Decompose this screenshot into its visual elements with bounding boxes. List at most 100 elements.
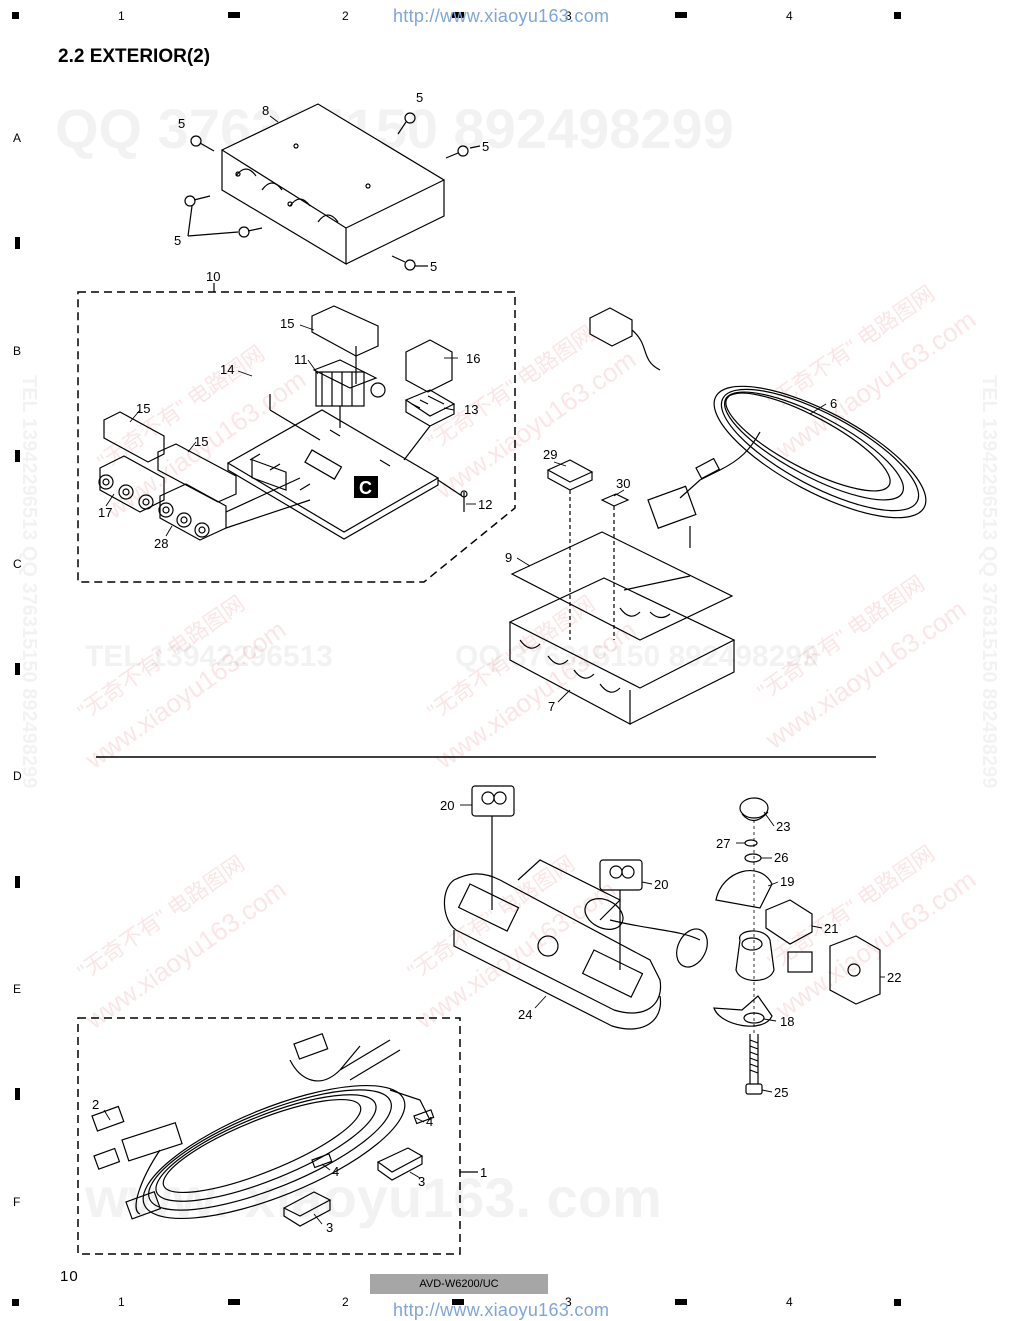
part-1-wire-harness <box>91 1032 435 1220</box>
part-1-harness-outline <box>77 1017 461 1255</box>
callout-18: 18 <box>780 1014 794 1029</box>
part-20-pad-2 <box>599 859 643 970</box>
callout-25: 25 <box>774 1085 788 1100</box>
callout-11: 11 <box>294 352 308 367</box>
callout-7: 7 <box>548 699 555 714</box>
part-6-cable <box>589 307 927 548</box>
callout-28: 28 <box>154 536 168 551</box>
header-url[interactable]: http://www.xiaoyu163.com <box>393 6 610 26</box>
part-21-clamp <box>735 899 813 982</box>
callout-15: 15 <box>136 401 150 416</box>
part-22-plate <box>787 935 881 1005</box>
part-8-top-cover <box>220 103 446 266</box>
callout-21: 21 <box>824 921 838 936</box>
page-number: 10 <box>60 1268 79 1285</box>
callout-10: 10 <box>206 269 220 284</box>
callout-9: 9 <box>505 550 512 565</box>
callout-5: 5 <box>178 116 185 131</box>
corner-marker <box>894 12 901 19</box>
callout-5: 5 <box>416 90 423 105</box>
footer-url[interactable]: http://www.xiaoyu163.com <box>393 1300 610 1320</box>
part-10-assembly-outline <box>77 291 516 583</box>
callout-12: 12 <box>478 497 492 512</box>
part-27-washer <box>744 839 758 847</box>
callout-16: 16 <box>466 351 480 366</box>
part-20-pad-1 <box>471 785 515 910</box>
row-label: C <box>13 557 22 571</box>
column-number: 4 <box>786 1295 793 1309</box>
part-23-knob <box>739 797 769 822</box>
board-c <box>226 409 440 540</box>
ruler-marker <box>228 12 240 18</box>
callout-23: 23 <box>776 819 790 834</box>
column-number: 2 <box>342 1295 349 1309</box>
callout-20: 20 <box>654 877 668 892</box>
callout-3: 3 <box>418 1174 425 1189</box>
column-number: 4 <box>786 9 793 23</box>
ruler-marker <box>675 1299 687 1305</box>
row-label: F <box>13 1195 21 1209</box>
board-c-badge-label: C <box>359 478 372 498</box>
model-label: AVD-W6200/UC <box>370 1274 548 1294</box>
part-25-bolt <box>745 1034 763 1095</box>
callout-3: 3 <box>326 1220 333 1235</box>
row-label: E <box>13 982 22 996</box>
column-number: 1 <box>118 1295 125 1309</box>
page-title: 2.2 EXTERIOR(2) <box>58 46 211 67</box>
callout-13: 13 <box>464 402 478 417</box>
part-15-bracket-left <box>103 411 165 463</box>
corner-marker <box>12 12 19 19</box>
part-3-clip-1 <box>376 1147 424 1181</box>
callout-26: 26 <box>774 850 788 865</box>
row-marker <box>15 1088 20 1100</box>
column-number: 3 <box>565 9 572 23</box>
row-marker <box>15 450 20 462</box>
corner-marker <box>894 1299 901 1306</box>
row-marker <box>15 663 20 675</box>
part-24-mount-bracket <box>443 859 708 1030</box>
column-number: 3 <box>565 1295 572 1309</box>
part-29-pad <box>546 459 594 483</box>
callout-15: 15 <box>280 316 294 331</box>
part-15-bracket <box>311 305 379 357</box>
callout-29: 29 <box>543 447 557 462</box>
part-5-screws <box>184 112 481 271</box>
callout-1: 1 <box>480 1165 487 1180</box>
part-13-connector <box>403 389 456 461</box>
part-15-bracket-mid <box>157 443 237 503</box>
callout-24: 24 <box>518 1007 532 1022</box>
ruler-marker <box>452 12 464 18</box>
row-label: D <box>13 769 22 783</box>
callout-8: 8 <box>262 103 269 118</box>
part-12-screw <box>437 479 468 512</box>
part-9-sheet <box>510 531 734 641</box>
part-28-rca-jacks <box>158 477 311 541</box>
callout-27: 27 <box>716 836 730 851</box>
ruler-marker <box>675 12 687 18</box>
column-number: 1 <box>118 9 125 23</box>
callout-22: 22 <box>887 970 901 985</box>
callout-14: 14 <box>220 362 234 377</box>
callout-15: 15 <box>194 434 208 449</box>
callout-4: 4 <box>332 1164 339 1179</box>
row-label: B <box>13 344 22 358</box>
callout-17: 17 <box>98 505 112 520</box>
callout-5: 5 <box>174 233 181 248</box>
corner-marker <box>12 1299 19 1306</box>
part-17-rca-jacks <box>98 455 165 513</box>
callout-20: 20 <box>440 798 454 813</box>
callout-6: 6 <box>830 396 837 411</box>
part-11-module <box>312 359 386 428</box>
row-label: A <box>13 131 22 145</box>
board-c-badge: C <box>354 476 378 498</box>
callout-2: 2 <box>92 1097 99 1112</box>
part-30-pad <box>600 493 630 507</box>
column-number: 2 <box>342 9 349 23</box>
callout-5: 5 <box>482 139 489 154</box>
row-marker <box>15 237 20 249</box>
part-3-clip-2 <box>282 1191 332 1227</box>
callout-4: 4 <box>426 1114 433 1129</box>
part-16-bracket <box>405 339 453 393</box>
callout-30: 30 <box>616 476 630 491</box>
